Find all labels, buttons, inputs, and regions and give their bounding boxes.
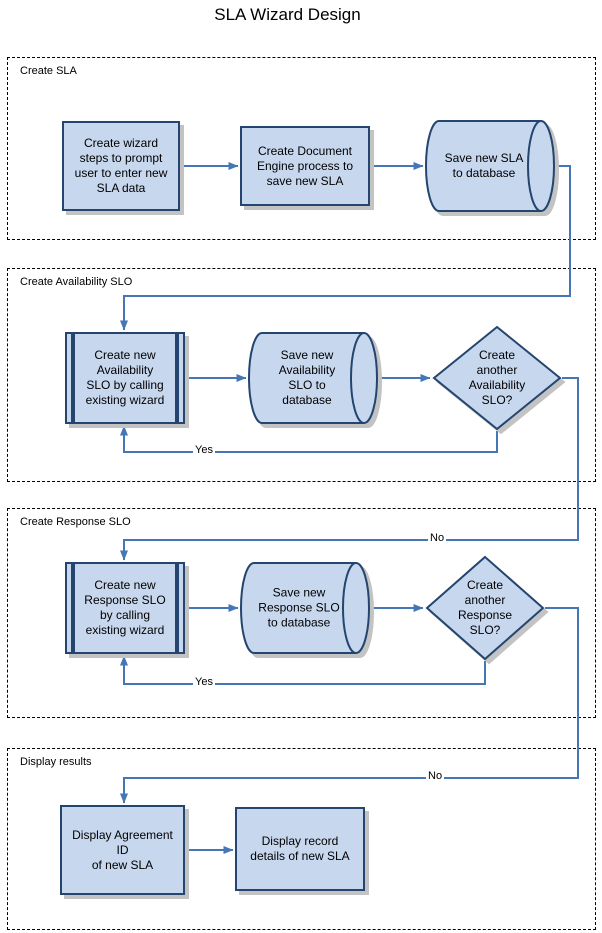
connector-response-yes-loop	[120, 655, 486, 685]
node-create-availability-slo: Create new Availability SLO by calling e…	[65, 332, 185, 424]
decision-shape	[432, 325, 562, 431]
connector-availability-yes-loop	[120, 425, 498, 453]
node-display-agreement-id: Display Agreement ID of new SLA	[60, 805, 185, 895]
database-shape	[425, 120, 555, 212]
edge-label-response-no: No	[426, 770, 445, 782]
node-create-wizard-steps: Create wizard steps to prompt user to en…	[62, 121, 180, 211]
predefined-bar-right	[175, 334, 179, 422]
connector-availability-no-to-response	[120, 377, 579, 561]
node-create-response-slo-label: Create new Response SLO by calling exist…	[84, 578, 166, 637]
lane-create-sla-label: Create SLA	[19, 65, 78, 77]
node-display-record-details: Display record details of new SLA	[235, 807, 365, 891]
node-availability-decision: Create another Availability SLO?	[432, 325, 562, 431]
edge-label-response-yes: Yes	[193, 676, 215, 688]
node-save-sla-database-label: Save new SLA to database	[444, 151, 524, 180]
node-create-wizard-steps-label: Create wizard steps to prompt user to en…	[74, 136, 168, 195]
node-save-response-database-label: Save new Response SLO to database	[258, 585, 340, 630]
decision-shape	[425, 555, 545, 661]
connector-sladb-to-availability	[120, 165, 571, 331]
lane-create-sla: Create SLA	[7, 57, 596, 240]
connector-response-no-to-display	[120, 607, 579, 804]
lane-create-response-slo: Create Response SLO	[7, 508, 596, 718]
edge-label-availability-no: No	[428, 532, 447, 544]
node-display-record-details-label: Display record details of new SLA	[250, 834, 350, 863]
node-save-response-database: Save new Response SLO to database	[240, 561, 370, 655]
node-create-document-engine: Create Document Engine process to save n…	[240, 126, 370, 206]
node-create-response-slo: Create new Response SLO by calling exist…	[65, 562, 185, 654]
node-create-availability-slo-label: Create new Availability SLO by calling e…	[85, 348, 165, 407]
node-availability-decision-label: Create another Availability SLO?	[468, 348, 526, 407]
node-response-decision: Create another Response SLO?	[425, 555, 545, 661]
node-save-availability-database-label: Save new Availability SLO to database	[278, 348, 336, 407]
database-shape	[240, 562, 370, 654]
edge-label-availability-yes: Yes	[193, 444, 215, 456]
lane-create-availability-slo: Create Availability SLO	[7, 268, 596, 482]
lane-create-availability-slo-label: Create Availability SLO	[19, 276, 134, 288]
lane-create-response-slo-label: Create Response SLO	[19, 516, 132, 528]
lane-display-results: Display results	[7, 748, 596, 930]
node-create-document-engine-label: Create Document Engine process to save n…	[256, 143, 354, 188]
node-save-availability-database: Save new Availability SLO to database	[248, 331, 378, 425]
node-display-agreement-id-label: Display Agreement ID of new SLA	[72, 827, 173, 872]
diagram-title: SLA Wizard Design	[214, 5, 361, 24]
predefined-bar-left	[71, 564, 75, 652]
database-shape	[248, 332, 378, 424]
predefined-bar-left	[71, 334, 75, 422]
lane-display-results-label: Display results	[19, 756, 93, 768]
node-response-decision-label: Create another Response SLO?	[457, 578, 513, 637]
node-save-sla-database: Save new SLA to database	[425, 119, 555, 213]
predefined-bar-right	[175, 564, 179, 652]
